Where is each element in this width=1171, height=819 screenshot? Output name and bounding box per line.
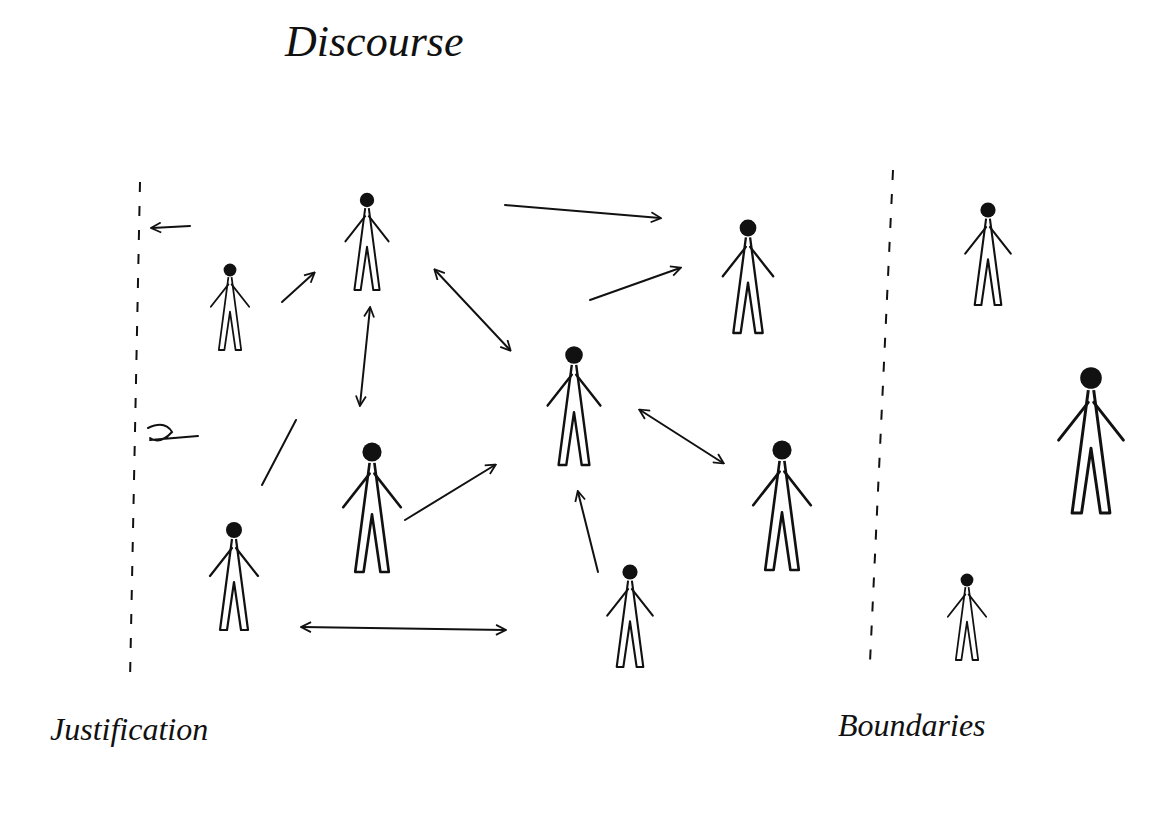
discourse-arrows [148,205,723,630]
diagram-title: Discourse [285,18,463,66]
region-label: Justification [50,712,208,747]
region-label: Boundaries [838,708,986,743]
stick-figures [210,193,1123,667]
dashed-boundary [130,170,893,680]
